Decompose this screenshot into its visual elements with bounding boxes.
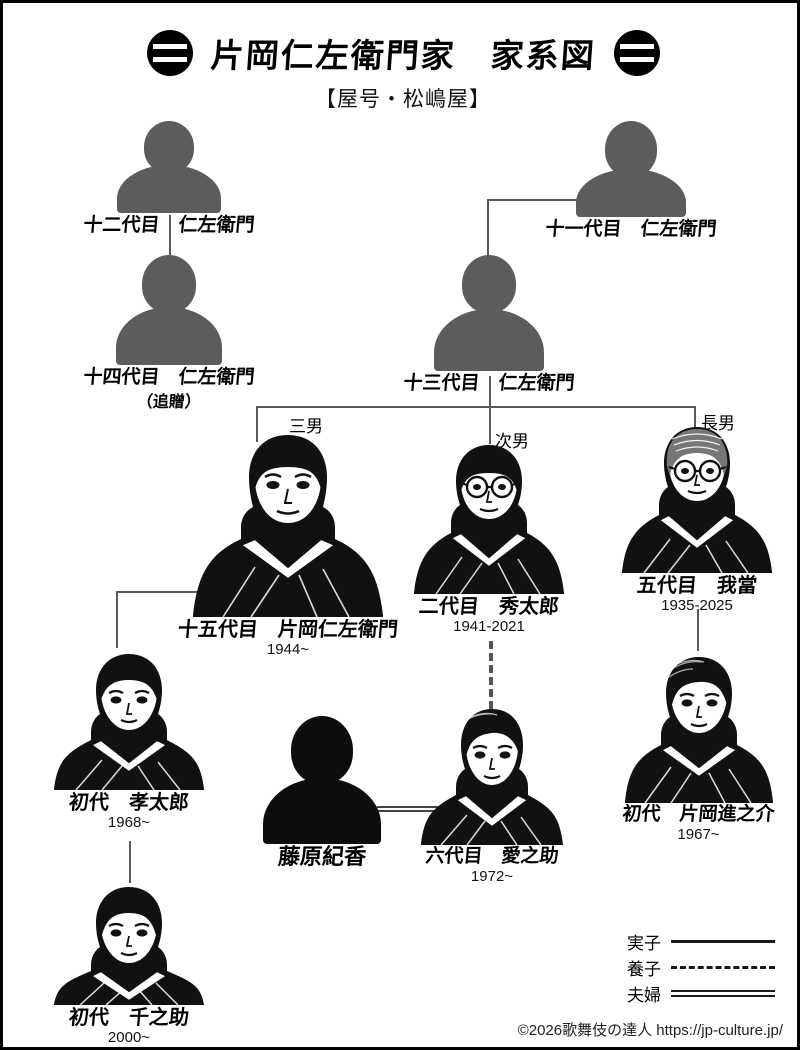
connector-11-to-13 [487,199,489,257]
node-shinnosuke1: 初代 片岡進之介 1967~ [621,651,776,843]
node-fujiwaranorika: 藤原紀香 [257,716,387,870]
title-text: 片岡仁左衛門家 家系図 [208,36,597,75]
person-name: 藤原紀香 [276,845,368,870]
portrait-illustration [624,651,773,803]
page-title: 片岡仁左衛門家 家系図 [3,29,797,77]
person-note: （追贈） [136,391,202,411]
connector-to-third-son [256,406,258,442]
branch-label-first-son: 長男 [701,414,735,434]
person-name: 五代目 我當 [635,573,759,597]
connector-15-to-takataro [116,591,118,648]
legend-label: 養子 [627,959,661,980]
person-name: 十三代目 仁左衛門 [402,372,576,394]
person-years: 1935-2025 [661,597,733,614]
portrait-illustration [54,883,204,1005]
portrait-illustration [622,421,772,573]
person-years: 1944~ [266,641,310,658]
marriage-line-norika-ainosuke [377,806,461,812]
node-nizaemon13: 十三代目 仁左衛門 [389,255,589,394]
legend-line-solid-icon [671,939,775,943]
legend: 実子 養子 夫婦 [627,928,775,1006]
legend-item-fufu: 夫婦 [627,980,775,1006]
connector-hidetaro-to-ainosuke-adoption [489,641,493,709]
portrait-illustration [193,427,383,617]
portrait-illustration [421,703,563,845]
silhouette-portrait [575,121,687,217]
legend-label: 実子 [627,933,661,954]
person-name: 十一代目 仁左衛門 [544,218,718,240]
connector-takataro-to-sennosuke [129,841,131,883]
connector-to-second-son [489,406,491,444]
subtitle-yago: 【屋号・松嶋屋】 [315,87,491,111]
kataoka-crest-icon [613,30,660,76]
person-name: 十二代目 仁左衛門 [82,214,256,236]
portrait-illustration [54,648,204,790]
branch-label-second-son: 次男 [495,432,529,452]
legend-item-jisshi: 実子 [627,928,775,954]
person-name: 初代 孝太郎 [67,790,191,814]
legend-item-yoshi: 養子 [627,954,775,980]
node-gato5: 五代目 我當 1935-2025 [617,421,777,614]
branch-label-third-son: 三男 [289,417,323,437]
silhouette-portrait [115,121,223,213]
node-takataro1: 初代 孝太郎 1968~ [49,648,209,831]
sibling-bar [256,406,696,408]
portrait-illustration [414,439,564,594]
node-sennosuke1: 初代 千之助 2000~ [49,883,209,1046]
connector-13-down [489,376,491,407]
legend-label: 夫婦 [627,985,661,1006]
person-name: 初代 片岡進之介 [621,803,776,825]
person-name: 十五代目 片岡仁左衛門 [176,617,400,641]
connector-11-horizontal [487,199,577,201]
person-years: 2000~ [107,1029,151,1046]
person-years: 1967~ [677,825,720,843]
node-hidetaro2: 二代目 秀太郎 1941-2021 [409,439,569,635]
silhouette-portrait [115,255,223,365]
legend-line-dashed-icon [671,965,775,969]
person-name: 十四代目 仁左衛門 [82,366,256,388]
person-name: 六代目 愛之助 [424,845,560,867]
person-name: 初代 千之助 [67,1005,191,1029]
silhouette-portrait [262,716,382,844]
node-ainosuke6: 六代目 愛之助 1972~ [417,703,567,885]
connector-gato-to-shinnosuke [697,609,699,651]
connector-15-horizontal [116,591,208,593]
silhouette-portrait [433,255,545,371]
kataoka-crest-icon [146,30,193,76]
person-years: 1972~ [470,867,514,885]
node-nizaemon11: 十一代目 仁左衛門 [531,121,731,240]
node-nizaemon15: 十五代目 片岡仁左衛門 1944~ [153,427,423,658]
person-name: 二代目 秀太郎 [417,594,561,618]
legend-line-double-icon [671,989,775,997]
node-nizaemon14: 十四代目 仁左衛門 （追贈） [69,255,269,412]
person-years: 1968~ [107,814,151,831]
connector-12-to-14 [169,215,171,255]
node-nizaemon12: 十二代目 仁左衛門 [69,121,269,236]
connector-to-first-son [694,406,696,442]
credit-text: ©2026歌舞伎の達人 https://jp-culture.jp/ [517,1022,783,1039]
person-years: 1941-2021 [453,618,525,635]
